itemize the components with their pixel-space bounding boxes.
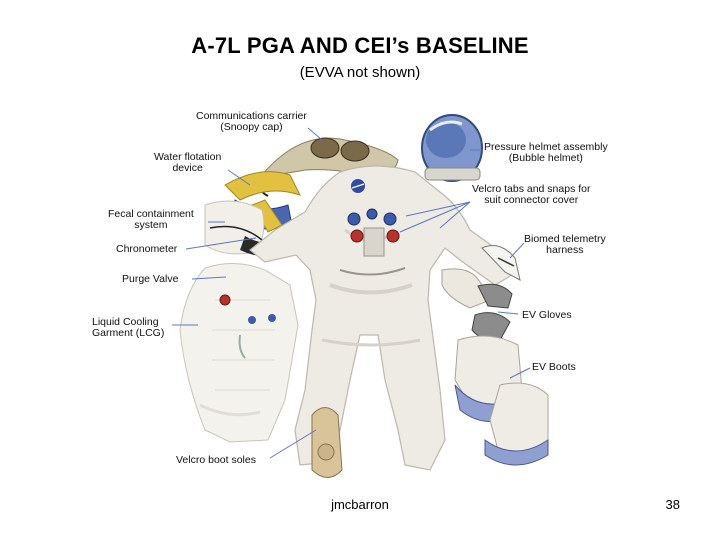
callout-line: (Bubble helmet) — [508, 152, 583, 164]
slide-title: A-7L PGA AND CEI’s BASELINE — [191, 33, 529, 58]
callout-fecal-containment-system: Fecal containment system — [108, 209, 194, 231]
callout-ev-gloves: EV Gloves — [522, 309, 572, 321]
footer-author: jmcbarron — [331, 497, 389, 512]
velcro-boot-sole-illustration — [311, 407, 343, 478]
callout-line: Fecal containment — [108, 208, 194, 220]
callout-leader-lines — [172, 127, 531, 459]
ev-boots-illustration — [454, 335, 549, 466]
bubble-helmet-illustration — [421, 114, 483, 182]
ev-gloves-illustration — [441, 268, 513, 341]
callout-line: Velcro tabs and snaps for — [472, 183, 591, 195]
callout-line: Biomed telemetry — [524, 233, 606, 245]
callout-biomed-telemetry: Biomed telemetry harness — [524, 234, 606, 256]
callout-line: Garment (LCG) — [92, 327, 165, 339]
slide-subtitle: (EVVA not shown) — [299, 64, 421, 81]
callout-purge-valve: Purge Valve — [122, 273, 179, 285]
callout-line: harness — [546, 244, 584, 256]
callout-line: device — [172, 162, 203, 174]
callout-pressure-helmet: Pressure helmet assembly (Bubble helmet) — [484, 142, 608, 164]
page-number: 38 — [665, 497, 680, 512]
callout-velcro-tabs: Velcro tabs and snaps for suit connector… — [472, 184, 591, 206]
callout-line: system — [134, 219, 168, 231]
callout-communications-carrier: Communications carrier (Snoopy cap) — [196, 111, 307, 133]
callout-line: suit connector cover — [484, 194, 579, 206]
callout-line: Communications carrier — [196, 110, 307, 122]
callout-line: (Snoopy cap) — [220, 121, 283, 133]
lcg-illustration — [179, 263, 299, 443]
callout-liquid-cooling-garment: Liquid Cooling Garment (LCG) — [92, 317, 164, 339]
callout-line: Liquid Cooling — [92, 316, 159, 328]
callout-line: Water flotation — [154, 151, 222, 163]
callout-water-flotation-device: Water flotation device — [154, 152, 221, 174]
callout-line: Pressure helmet assembly — [484, 141, 608, 153]
callout-ev-boots: EV Boots — [532, 361, 576, 373]
callout-velcro-boot-soles: Velcro boot soles — [176, 454, 256, 466]
biomed-harness-illustration — [481, 245, 521, 281]
callout-chronometer: Chronometer — [116, 243, 178, 255]
pressure-suit-illustration — [249, 165, 513, 471]
